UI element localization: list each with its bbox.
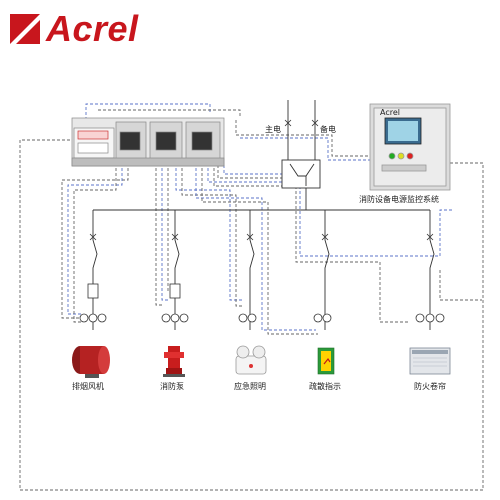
upper-bus-gray (98, 109, 241, 118)
load5-signal-gray (213, 168, 408, 323)
smoke-exhaust-fan-icon (72, 346, 110, 378)
cabinet-logo: Acrel (380, 108, 400, 117)
switch-signal-blue (223, 165, 282, 175)
monitor-link-blue (85, 103, 211, 120)
load-label-pump: 消防泵 (160, 381, 184, 391)
load-label-fire-shutter: 防火卷帘 (414, 381, 446, 391)
signal-wiring (19, 103, 484, 491)
monitoring-modules (71, 117, 225, 167)
monitor-link-gray (235, 120, 370, 157)
load1b-signal-gray (73, 168, 117, 323)
acrel-logo: Acrel (10, 8, 139, 50)
outer-bus-gray (19, 139, 484, 491)
load-label-fan: 排烟风机 (72, 381, 104, 391)
load2-signal-gray (155, 168, 162, 306)
load3-signal-gray (181, 168, 244, 307)
backup-power-label: 备电 (320, 124, 336, 134)
load5-signal-blue (207, 168, 452, 257)
load-label-exit-sign: 疏散指示 (309, 381, 341, 391)
sensors (79, 313, 445, 323)
acrel-logo-mark-icon (10, 14, 40, 44)
load1-signal-blue (67, 168, 123, 315)
load-label-emergency-light: 应急照明 (234, 381, 266, 391)
switch-signal-gray (217, 165, 282, 179)
load1-signal-gray (61, 168, 129, 319)
load4-signal-gray (201, 168, 318, 335)
monitor-link-blue-2 (240, 137, 370, 161)
right-return-gray (439, 270, 482, 301)
emergency-light-icon (235, 345, 267, 375)
load3-signal-blue (175, 168, 244, 301)
contactors (87, 283, 181, 299)
transfer-switch (281, 159, 321, 189)
load2-signal-blue (161, 168, 168, 301)
brand-name: Acrel (46, 8, 139, 49)
fire-shutter-icon (409, 347, 451, 375)
fire-pump-icon (163, 346, 185, 377)
feeder-breakers (89, 119, 434, 241)
main-power-label: 主电 (265, 124, 281, 134)
power-wiring (92, 100, 435, 330)
exit-sign-icon (317, 347, 335, 375)
load4-signal-blue (195, 168, 316, 331)
monitor-system-label: 消防设备电源监控系统 (359, 194, 439, 204)
monitor-cabinet (369, 103, 451, 191)
